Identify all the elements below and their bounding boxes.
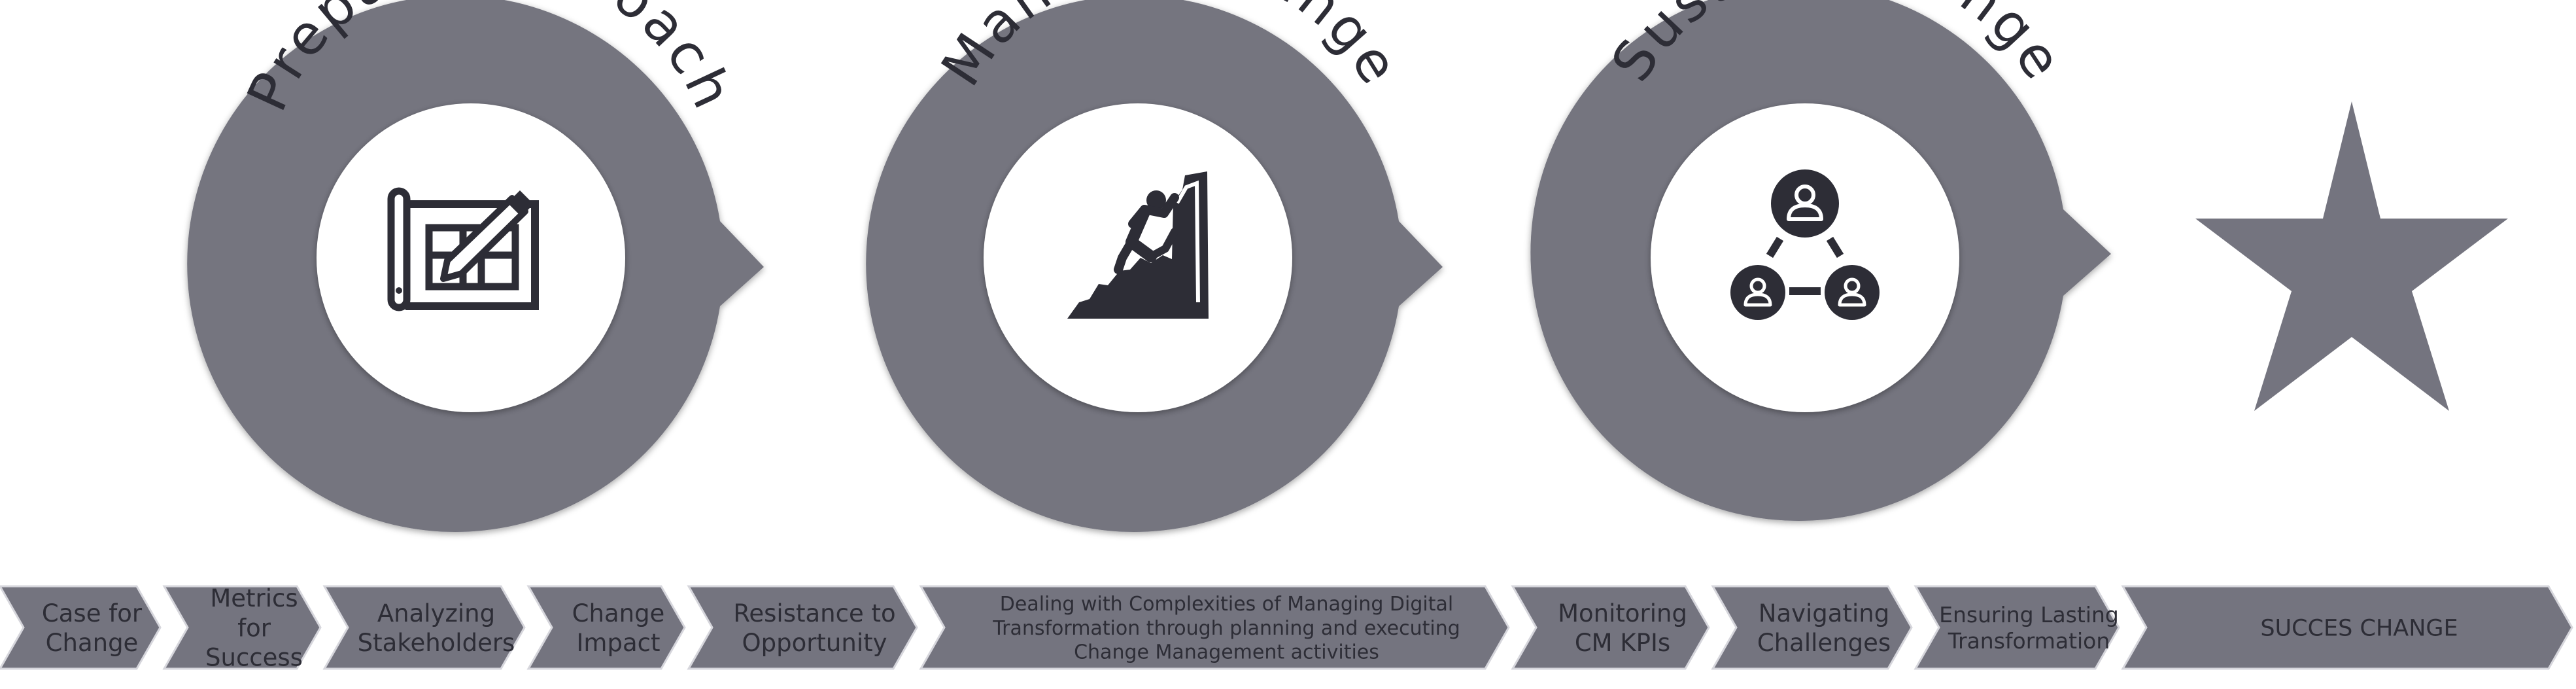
- star-icon: [2195, 101, 2508, 411]
- step-label: SUCCES CHANGE: [2260, 616, 2458, 642]
- step-label: Analyzing: [377, 599, 495, 627]
- step-label: for: [237, 614, 271, 642]
- step-chevron-shape: [0, 585, 162, 670]
- phase-sustain-change: Sustain Change: [1530, 0, 2111, 521]
- blueprint-icon: [387, 187, 539, 311]
- step-label: Dealing with Complexities of Managing Di…: [1000, 593, 1453, 616]
- step-label: Change Management activities: [1074, 641, 1379, 663]
- step-label: Monitoring: [1558, 599, 1687, 627]
- step-label: Opportunity: [742, 629, 887, 657]
- network-people-icon: [1730, 169, 1880, 320]
- step-chevron-shape: [1914, 585, 2120, 670]
- step-label: Metrics: [210, 584, 298, 612]
- step-chevron-shape: [919, 585, 1510, 670]
- step-label: Success: [205, 643, 303, 671]
- climber-icon: [1067, 171, 1209, 319]
- step-chevron: Dealing with Complexities of Managing Di…: [919, 585, 1510, 670]
- phase-inner-circle: [984, 103, 1292, 412]
- step-label: Stakeholders: [358, 629, 515, 657]
- step-chevrons: Case forChangeMetricsforSuccessAnalyzing…: [0, 584, 2573, 671]
- step-label: Challenges: [1757, 629, 1891, 657]
- step-label: CM KPIs: [1575, 629, 1670, 657]
- step-label: Navigating: [1759, 599, 1889, 627]
- step-label: Transformation: [1948, 628, 2110, 654]
- step-label: Resistance to: [733, 599, 895, 627]
- phase-manage-change: Manage Change: [866, 0, 1443, 532]
- phase-prepare-approach: Prepare Approach: [187, 0, 764, 532]
- step-label: Impact: [577, 629, 661, 657]
- step-label: Change: [572, 599, 665, 627]
- step-chevron-shape: [687, 585, 918, 670]
- step-chevron-shape: [526, 585, 686, 670]
- step-chevron-shape: [1711, 585, 1913, 670]
- step-chevron-shape: [162, 585, 322, 670]
- step-chevron-shape: [1511, 585, 1710, 670]
- step-chevron-shape: [2121, 585, 2573, 670]
- phase-inner-circle: [1651, 103, 1959, 412]
- step-label: Change: [46, 629, 139, 657]
- step-chevron-shape: [322, 585, 526, 670]
- step-chevron: SUCCES CHANGE: [2121, 585, 2573, 670]
- step-label: Ensuring Lasting: [1939, 602, 2119, 627]
- step-label: Case for: [42, 599, 143, 627]
- step-label: Transformation through planning and exec…: [992, 617, 1460, 640]
